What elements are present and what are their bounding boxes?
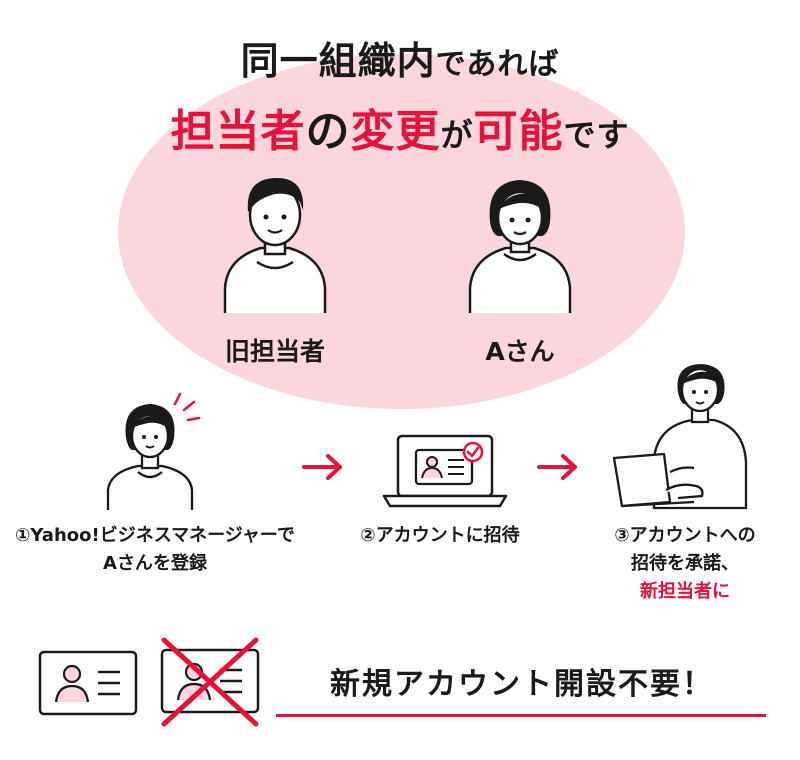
headline-ga: が <box>440 116 474 154</box>
headline-if: であれば <box>435 47 560 82</box>
step1-caption: ①Yahoo!ビジネスマネージャーで Aさんを登録 <box>0 522 310 578</box>
new-person-label: Aさん <box>485 337 555 366</box>
headline-line-1: 同一組織内であれば <box>0 42 800 80</box>
step1-line2: Aさんを登録 <box>103 553 207 574</box>
id-card-icon-1 <box>38 650 138 716</box>
pink-ellipse-background <box>118 54 685 409</box>
headline-no: の <box>305 106 351 157</box>
headline-change: 変更 <box>350 106 441 157</box>
no-new-account-message: 新規アカウント開設不要！ <box>330 667 714 702</box>
headline-desu: です <box>563 116 630 154</box>
former-person-icon <box>223 178 327 313</box>
arrow-right-icon-1 <box>302 454 342 480</box>
step3-person-with-laptop-icon <box>612 364 748 510</box>
former-person-label: 旧担当者 <box>224 337 325 366</box>
new-person-a-icon <box>468 180 572 313</box>
headline-person-in-charge: 担当者 <box>170 106 306 157</box>
arrow-right-icon-2 <box>537 454 577 480</box>
step2-caption: ②アカウントに招待 <box>320 522 560 550</box>
cross-out-icon <box>161 637 259 727</box>
crossed-out-id-card-icon <box>160 637 260 727</box>
laptop-icon <box>382 434 508 508</box>
step1-line1: ①Yahoo!ビジネスマネージャーで <box>15 525 295 546</box>
check-badge-icon <box>462 441 484 463</box>
headline-line-2: 担当者の変更が可能です <box>0 110 800 154</box>
message-underline <box>276 714 766 717</box>
id-card-icon-laptop <box>414 448 474 486</box>
step2-line1: ②アカウントに招待 <box>360 525 520 546</box>
step3-line2: 招待を承諾、 <box>631 553 739 574</box>
headline-possible: 可能 <box>473 106 564 157</box>
step3-line1: ③アカウントへの <box>614 525 756 546</box>
step3-line3: 新担当者に <box>640 581 730 602</box>
headline-org: 同一組織内 <box>240 39 436 83</box>
step3-caption: ③アカウントへの 招待を承諾、 新担当者に <box>580 522 790 606</box>
step1-person-icon <box>106 392 201 510</box>
